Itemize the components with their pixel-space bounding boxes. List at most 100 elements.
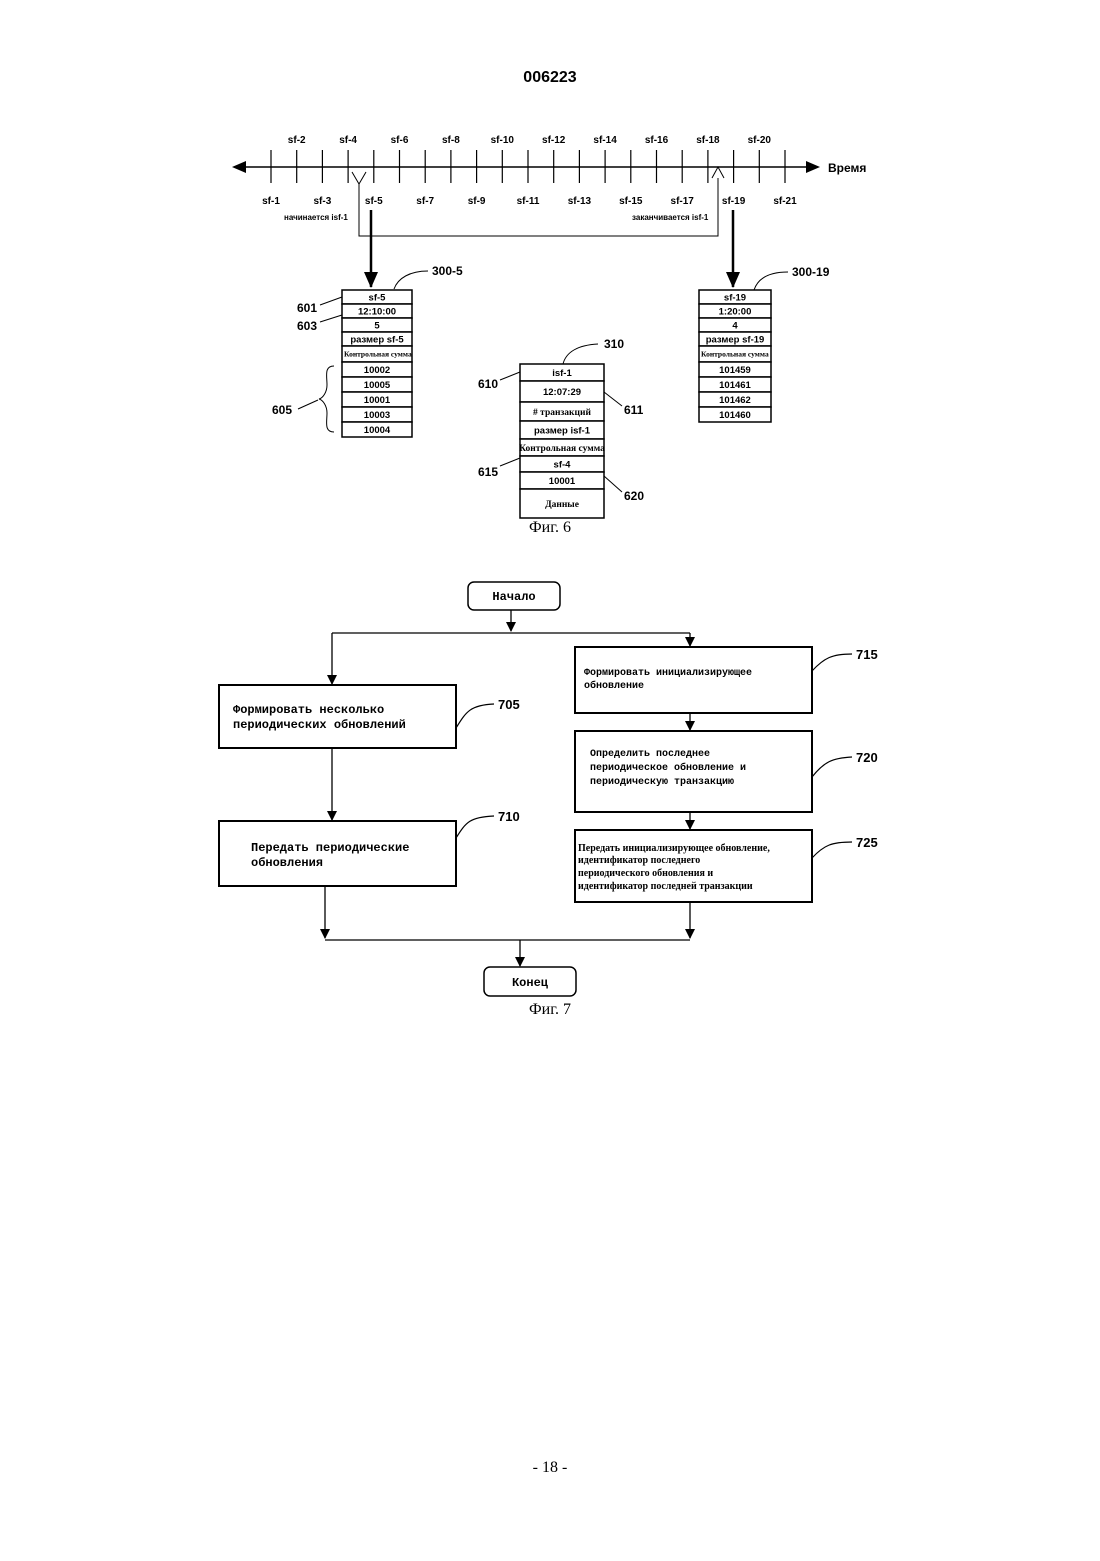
- end-label: Конец: [512, 976, 549, 990]
- ref-720: 720: [856, 750, 878, 765]
- top-tick-label: sf-10: [491, 135, 515, 146]
- top-tick-label: sf-2: [288, 135, 306, 146]
- bottom-tick-label: sf-5: [365, 196, 383, 207]
- callout-605-leader: [298, 400, 318, 409]
- isf-end-label: заканчивается isf-1: [632, 213, 709, 222]
- callout-605: 605: [272, 403, 292, 417]
- callout-620: 620: [624, 489, 644, 503]
- record-sf5: 300-5 sf-512:10:005размер sf-5Контрольна…: [272, 264, 463, 437]
- ref-705: 705: [498, 697, 520, 712]
- bottom-tick-label: sf-11: [517, 196, 540, 207]
- ref-705-leader: [456, 704, 494, 728]
- start-label: Начало: [492, 590, 535, 604]
- sf5-row-cell-text: 12:10:00: [358, 306, 396, 317]
- step-710-line-2: обновления: [251, 855, 323, 870]
- isf-start-marker: [352, 172, 366, 184]
- bottom-tick-labels: sf-1sf-3sf-5sf-7sf-9sf-11sf-13sf-15sf-17…: [262, 196, 797, 207]
- callout-610-leader: [500, 372, 520, 380]
- isf1-row-cell-text: sf-4: [554, 459, 572, 470]
- document-number: 006223: [523, 69, 576, 86]
- isf-start-label: начинается isf-1: [284, 213, 348, 222]
- bottom-tick-label: sf-3: [314, 196, 332, 207]
- ref-725-leader: [812, 842, 852, 858]
- sf19-row-cell-text: 101459: [719, 365, 751, 376]
- record-sf5-ref-leader: [394, 271, 428, 289]
- top-tick-label: sf-6: [391, 135, 409, 146]
- callout-611: 611: [624, 403, 644, 417]
- sf19-row-cell-text: размер sf-19: [706, 334, 765, 345]
- callout-603: 603: [297, 319, 317, 333]
- isf1-row-cell-text: 12:07:29: [543, 387, 581, 398]
- step-715-line-2: обновление: [584, 679, 644, 692]
- callout-615: 615: [478, 465, 498, 479]
- ref-725: 725: [856, 835, 878, 850]
- step-720-line-2: периодическое обновление и: [590, 761, 746, 774]
- sf19-row-cell-text: 101462: [719, 395, 751, 406]
- time-axis-left-arrowhead: [232, 161, 246, 173]
- sf19-row-cell-text: 101460: [719, 410, 751, 421]
- bottom-tick-label: sf-13: [568, 196, 592, 207]
- callout-601-leader: [320, 297, 342, 305]
- callout-603-leader: [320, 315, 342, 322]
- step-725-line-4: идентификатор последней транзакции: [578, 881, 753, 892]
- page-number: - 18 -: [533, 1459, 568, 1476]
- isf1-row-cell-text: Контрольная сумма: [519, 444, 605, 454]
- sf5-row-cell-text: 10001: [364, 395, 391, 406]
- bottom-tick-label: sf-15: [619, 196, 643, 207]
- isf-end-marker: [712, 167, 724, 178]
- sf5-row-cell-text: 10003: [364, 410, 390, 421]
- ref-715: 715: [856, 647, 878, 662]
- top-tick-label: sf-4: [339, 135, 357, 146]
- top-tick-label: sf-8: [442, 135, 460, 146]
- sf19-row-cell-text: Контрольная сумма: [701, 350, 769, 359]
- bottom-tick-label: sf-19: [722, 196, 746, 207]
- top-tick-label: sf-18: [696, 135, 720, 146]
- fig6-caption: Фиг. 6: [529, 519, 571, 536]
- bottom-tick-label: sf-7: [416, 196, 434, 207]
- callout-610: 610: [478, 377, 498, 391]
- sf5-row-cell-text: 5: [374, 320, 380, 331]
- sf19-row-cell-text: 1:20:00: [719, 306, 752, 317]
- top-tick-labels: sf-2sf-4sf-6sf-8sf-10sf-12sf-14sf-16sf-1…: [288, 135, 772, 146]
- sf5-row-cell-text: 10005: [364, 380, 391, 391]
- record-isf1-ref-leader: [563, 344, 598, 364]
- bottom-tick-label: sf-17: [671, 196, 695, 207]
- sf19-row-cell-text: 4: [732, 320, 738, 331]
- fig7-caption: Фиг. 7: [529, 1001, 571, 1018]
- record-sf19-ref: 300-19: [792, 265, 830, 279]
- record-sf19: 300-19 sf-19 1:20:00 4 размер sf-19Контроль…: [699, 265, 830, 422]
- sf19-row-cell-text: 101461: [719, 380, 751, 391]
- top-tick-label: sf-14: [593, 135, 617, 146]
- ref-710-leader: [456, 816, 494, 838]
- time-axis-right-arrowhead: [806, 161, 820, 173]
- time-axis-label: Время: [828, 161, 866, 175]
- record-isf1-ref: 310: [604, 337, 624, 351]
- isf1-row-cell-text: 10001: [549, 476, 576, 487]
- top-tick-label: sf-16: [645, 135, 669, 146]
- record-isf1: 310 isf-112:07:29# транзакцийразмер isf-…: [478, 337, 644, 518]
- callout-620-leader: [604, 476, 622, 492]
- sf5-row-cell-text: размер sf-5: [350, 334, 404, 345]
- callout-611-leader: [604, 392, 622, 406]
- step-710-line-1: Передать периодические: [251, 841, 409, 855]
- sf5-row-cell-text: Контрольная сумма: [344, 350, 412, 359]
- fig7-flowchart: Начало Формировать несколько периодическ…: [219, 582, 878, 996]
- sf5-row-cell-text: 10004: [364, 425, 391, 436]
- isf-span-bracket: [359, 178, 718, 236]
- step-715-box: [575, 647, 812, 713]
- callout-601: 601: [297, 301, 317, 315]
- tick-marks: [271, 150, 785, 183]
- isf1-row-cell-text: размер isf-1: [534, 425, 591, 436]
- bottom-tick-label: sf-21: [773, 196, 797, 207]
- step-725-line-2: идентификатор последнего: [578, 855, 700, 866]
- record-sf19-ref-leader: [754, 272, 788, 290]
- isf1-row-cell-text: # транзакций: [533, 407, 591, 418]
- step-705-line-2: периодических обновлений: [233, 717, 406, 732]
- top-tick-label: sf-20: [748, 135, 772, 146]
- ids-brace: [319, 366, 334, 432]
- bottom-tick-label: sf-1: [262, 196, 280, 207]
- sf19-row-cell-text: sf-19: [724, 292, 746, 303]
- record-sf5-ref: 300-5: [432, 264, 463, 278]
